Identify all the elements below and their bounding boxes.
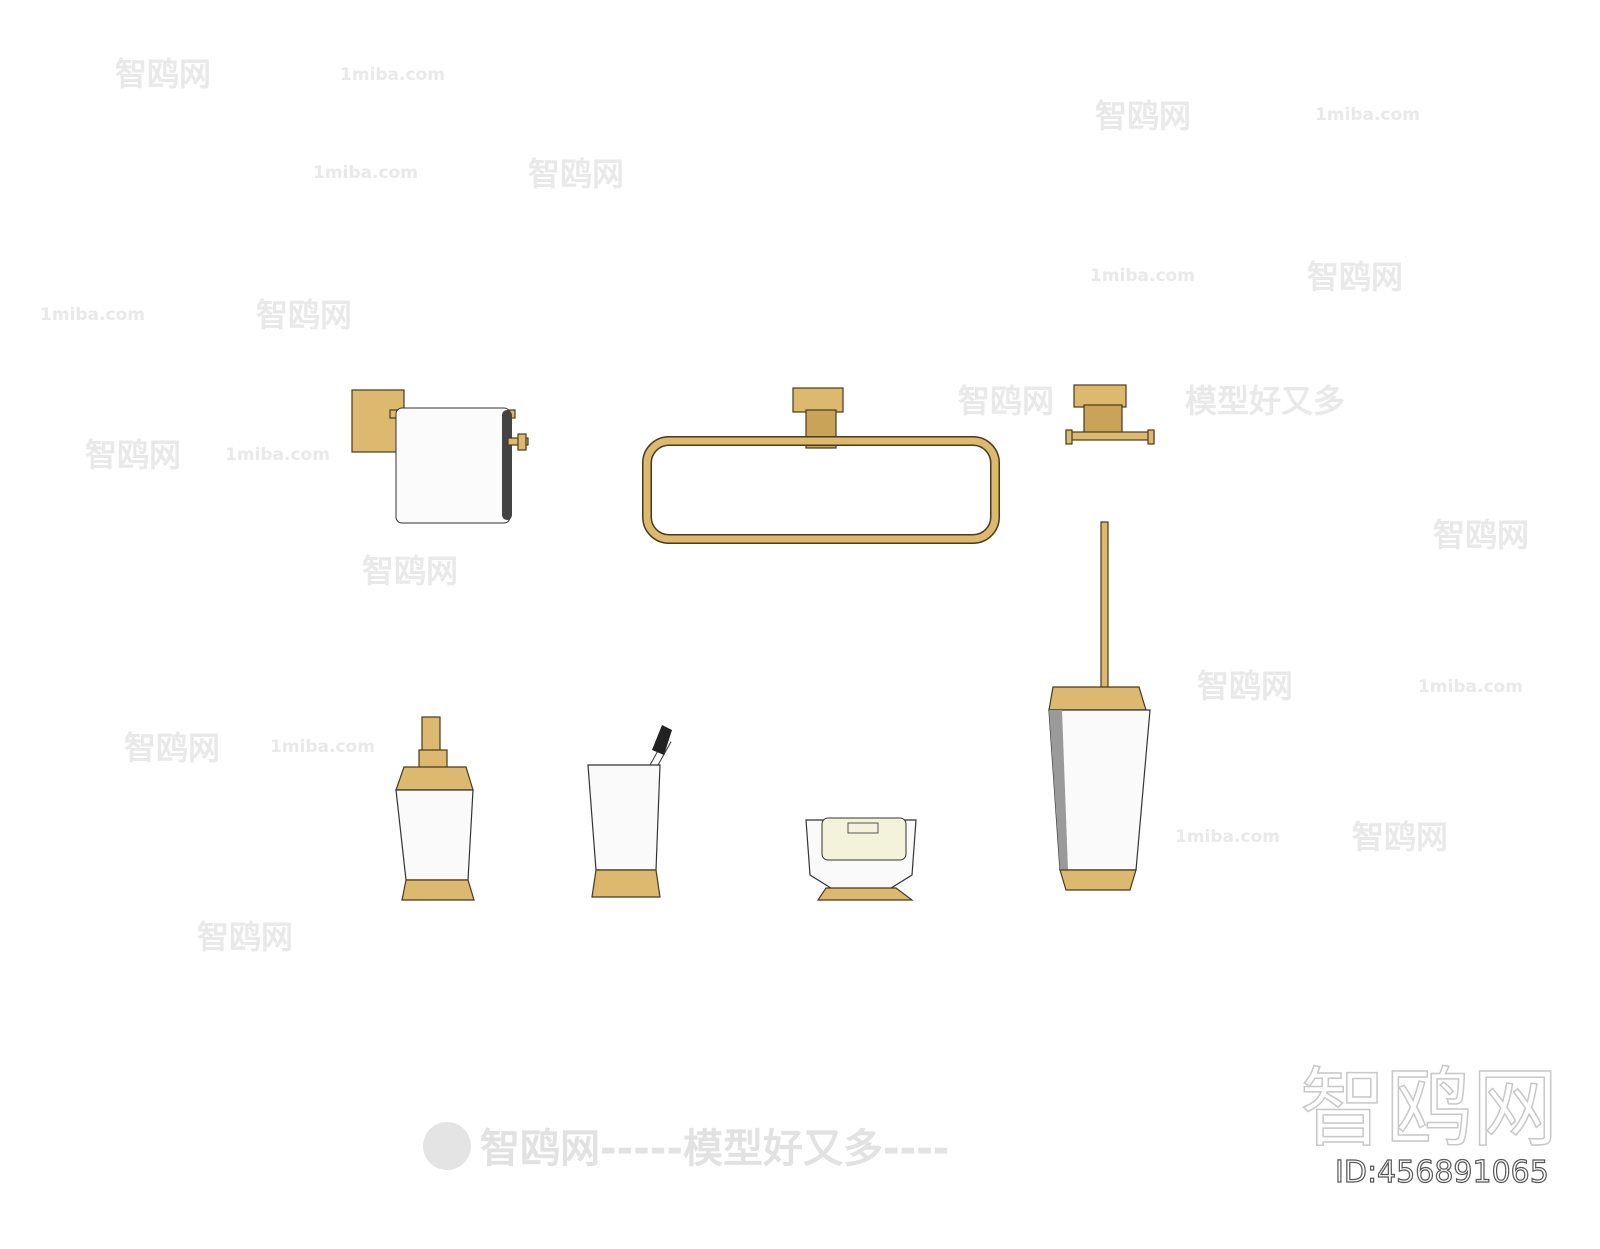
- watermark-brand: 智鸥网: [1197, 667, 1293, 705]
- towel-ring: [642, 387, 1000, 544]
- watermark-brand: 智鸥网: [1095, 97, 1191, 135]
- watermark-brand: 智鸥网: [958, 382, 1054, 420]
- watermark-brand: 智鸥网: [362, 552, 458, 590]
- watermark-site: 1miba.com: [1175, 827, 1280, 847]
- watermark-site: 1miba.com: [1418, 677, 1523, 697]
- toilet-brush: [1048, 521, 1151, 891]
- robe-hook: [1065, 384, 1155, 445]
- watermark-id: ID:456891065: [1335, 1155, 1549, 1190]
- watermark-big-brand: 智鸥网: [1300, 1059, 1558, 1159]
- watermark-site: 1miba.com: [313, 163, 418, 183]
- watermark-site: 1miba.com: [1315, 105, 1420, 125]
- soap-bar: [821, 817, 907, 861]
- toothbrush-cup: [587, 725, 672, 898]
- soap-dish: [805, 817, 917, 901]
- watermark-site: 1miba.com: [340, 65, 445, 85]
- watermark-footer: 智鸥网-----模型好又多----: [480, 1126, 949, 1172]
- watermark-brand: 智鸥网: [1307, 258, 1403, 296]
- watermark-brand: 智鸥网: [197, 918, 293, 956]
- watermark-brand: 智鸥网: [256, 296, 352, 334]
- watermark-layer: 智鸥网 1miba.com 1miba.com 智鸥网 1miba.com 智鸥…: [40, 55, 1559, 1191]
- watermark-site: 1miba.com: [225, 445, 330, 465]
- watermark-site: 1miba.com: [40, 305, 145, 325]
- watermark-site: 1miba.com: [270, 737, 375, 757]
- watermark-brand: 智鸥网: [124, 729, 220, 767]
- soap-dispenser: [395, 716, 475, 901]
- watermark-brand: 智鸥网: [1352, 818, 1448, 856]
- watermark-brand: 智鸥网: [85, 436, 181, 474]
- watermark-site: 1miba.com: [1090, 266, 1195, 286]
- paper-roll: [395, 407, 511, 524]
- watermark-logo-icon: [423, 1122, 471, 1170]
- watermark-brand: 智鸥网: [528, 155, 624, 193]
- watermark-brand: 智鸥网: [1433, 516, 1529, 554]
- watermark-brand: 智鸥网: [115, 55, 211, 93]
- watermark-slogan: 模型好又多: [1185, 382, 1345, 420]
- toilet-paper-holder: [351, 389, 529, 524]
- wall-mount-plate: [351, 389, 405, 453]
